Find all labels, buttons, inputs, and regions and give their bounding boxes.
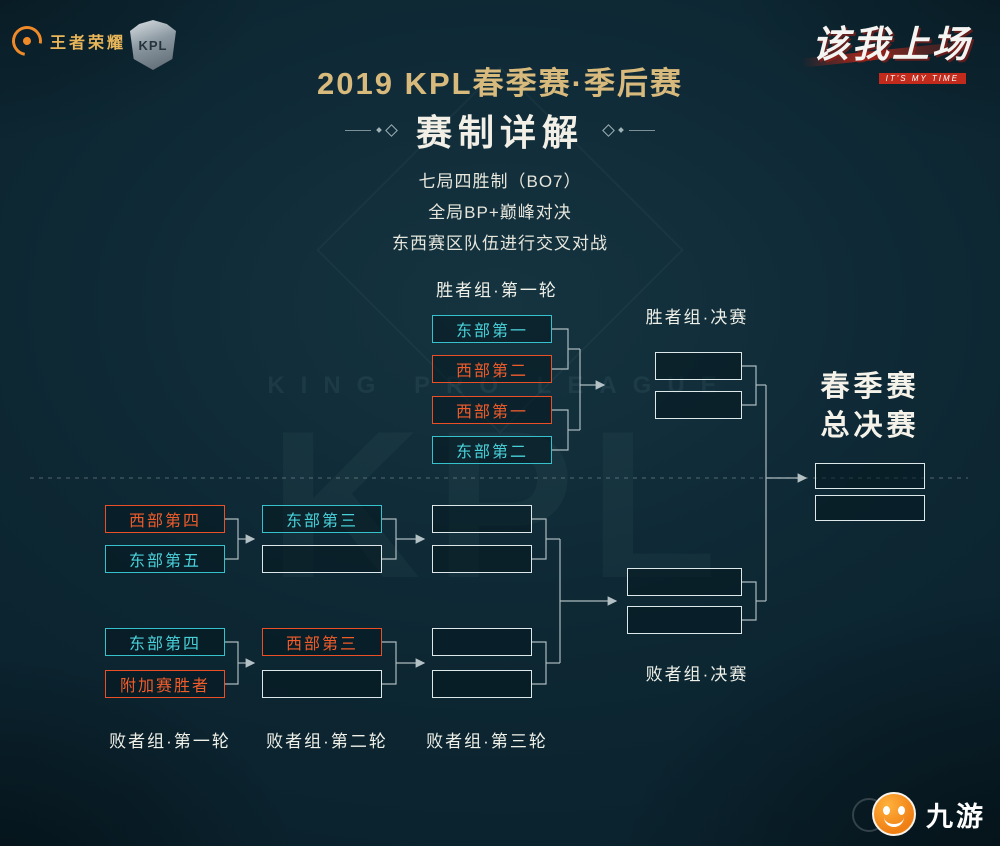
label-grand-final: 春季赛 总决赛 [800, 368, 940, 446]
label-losers-round3: 败者组·第三轮 [426, 732, 548, 751]
empty-slot-winners-final-2 [655, 391, 742, 419]
ornament-right-icon [602, 123, 655, 137]
team-box-west-1: 西部第一 [432, 396, 552, 424]
empty-slot-grand-final-1 [815, 463, 925, 489]
team-box-east-4: 东部第四 [105, 628, 225, 656]
empty-slot-grand-final-2 [815, 495, 925, 521]
team-box-east-5: 东部第五 [105, 545, 225, 573]
honor-of-kings-logo-text: 王者荣耀 [50, 35, 127, 52]
label-winners-round1: 胜者组·第一轮 [436, 281, 558, 300]
empty-slot-losers-final-1 [627, 568, 742, 596]
9game-logo[interactable]: 九游 [852, 792, 986, 836]
empty-slot-losers-r2-a [262, 545, 382, 573]
9game-logo-text: 九游 [926, 801, 986, 832]
label-grand-final-line1: 春季赛 [820, 371, 920, 403]
team-box-east-1: 东部第一 [432, 315, 552, 343]
page-title: 2019 KPL春季赛·季后赛 [317, 66, 683, 101]
empty-slot-losers-r3-d [432, 670, 532, 698]
team-box-playin-winner: 附加赛胜者 [105, 670, 225, 698]
slogan-block: 该我上场 IT'S MY TIME [752, 14, 972, 86]
team-box-west-4: 西部第四 [105, 505, 225, 533]
label-losers-final: 败者组·决赛 [645, 665, 749, 684]
rule-line-1: 七局四胜制（BO7） [418, 172, 582, 191]
slogan-subtext: IT'S MY TIME [878, 73, 966, 84]
rule-line-2: 全局BP+巅峰对决 [428, 203, 572, 222]
ornament-left-icon [344, 123, 398, 137]
honor-of-kings-logo: 王者荣耀 [6, 20, 127, 62]
rule-line-3: 东西赛区队伍进行交叉对战 [392, 234, 608, 253]
label-grand-final-line2: 总决赛 [820, 410, 920, 442]
slogan-text: 该我上场 [812, 24, 972, 65]
empty-slot-losers-r2-b [262, 670, 382, 698]
empty-slot-winners-final-1 [655, 352, 742, 380]
honor-of-kings-icon [6, 20, 48, 62]
kpl-shield-logo-text: KPL [138, 37, 168, 53]
empty-slot-losers-r3-a [432, 505, 532, 533]
label-losers-round1: 败者组·第一轮 [109, 732, 231, 751]
empty-slot-losers-r3-b [432, 545, 532, 573]
empty-slot-losers-final-2 [627, 606, 742, 634]
team-box-east-3: 东部第三 [262, 505, 382, 533]
label-losers-round2: 败者组·第二轮 [266, 732, 388, 751]
team-box-west-3: 西部第三 [262, 628, 382, 656]
rules-block: 七局四胜制（BO7） 全局BP+巅峰对决 东西赛区队伍进行交叉对战 [0, 166, 1000, 259]
page-subtitle: 赛制详解 [415, 112, 584, 153]
empty-slot-losers-r3-c [432, 628, 532, 656]
9game-smiley-icon [872, 792, 916, 836]
team-box-east-2: 东部第二 [432, 436, 552, 464]
subtitle-row: 赛制详解 [0, 104, 1000, 156]
team-box-west-2: 西部第二 [432, 355, 552, 383]
label-winners-final: 胜者组·决赛 [645, 308, 749, 327]
